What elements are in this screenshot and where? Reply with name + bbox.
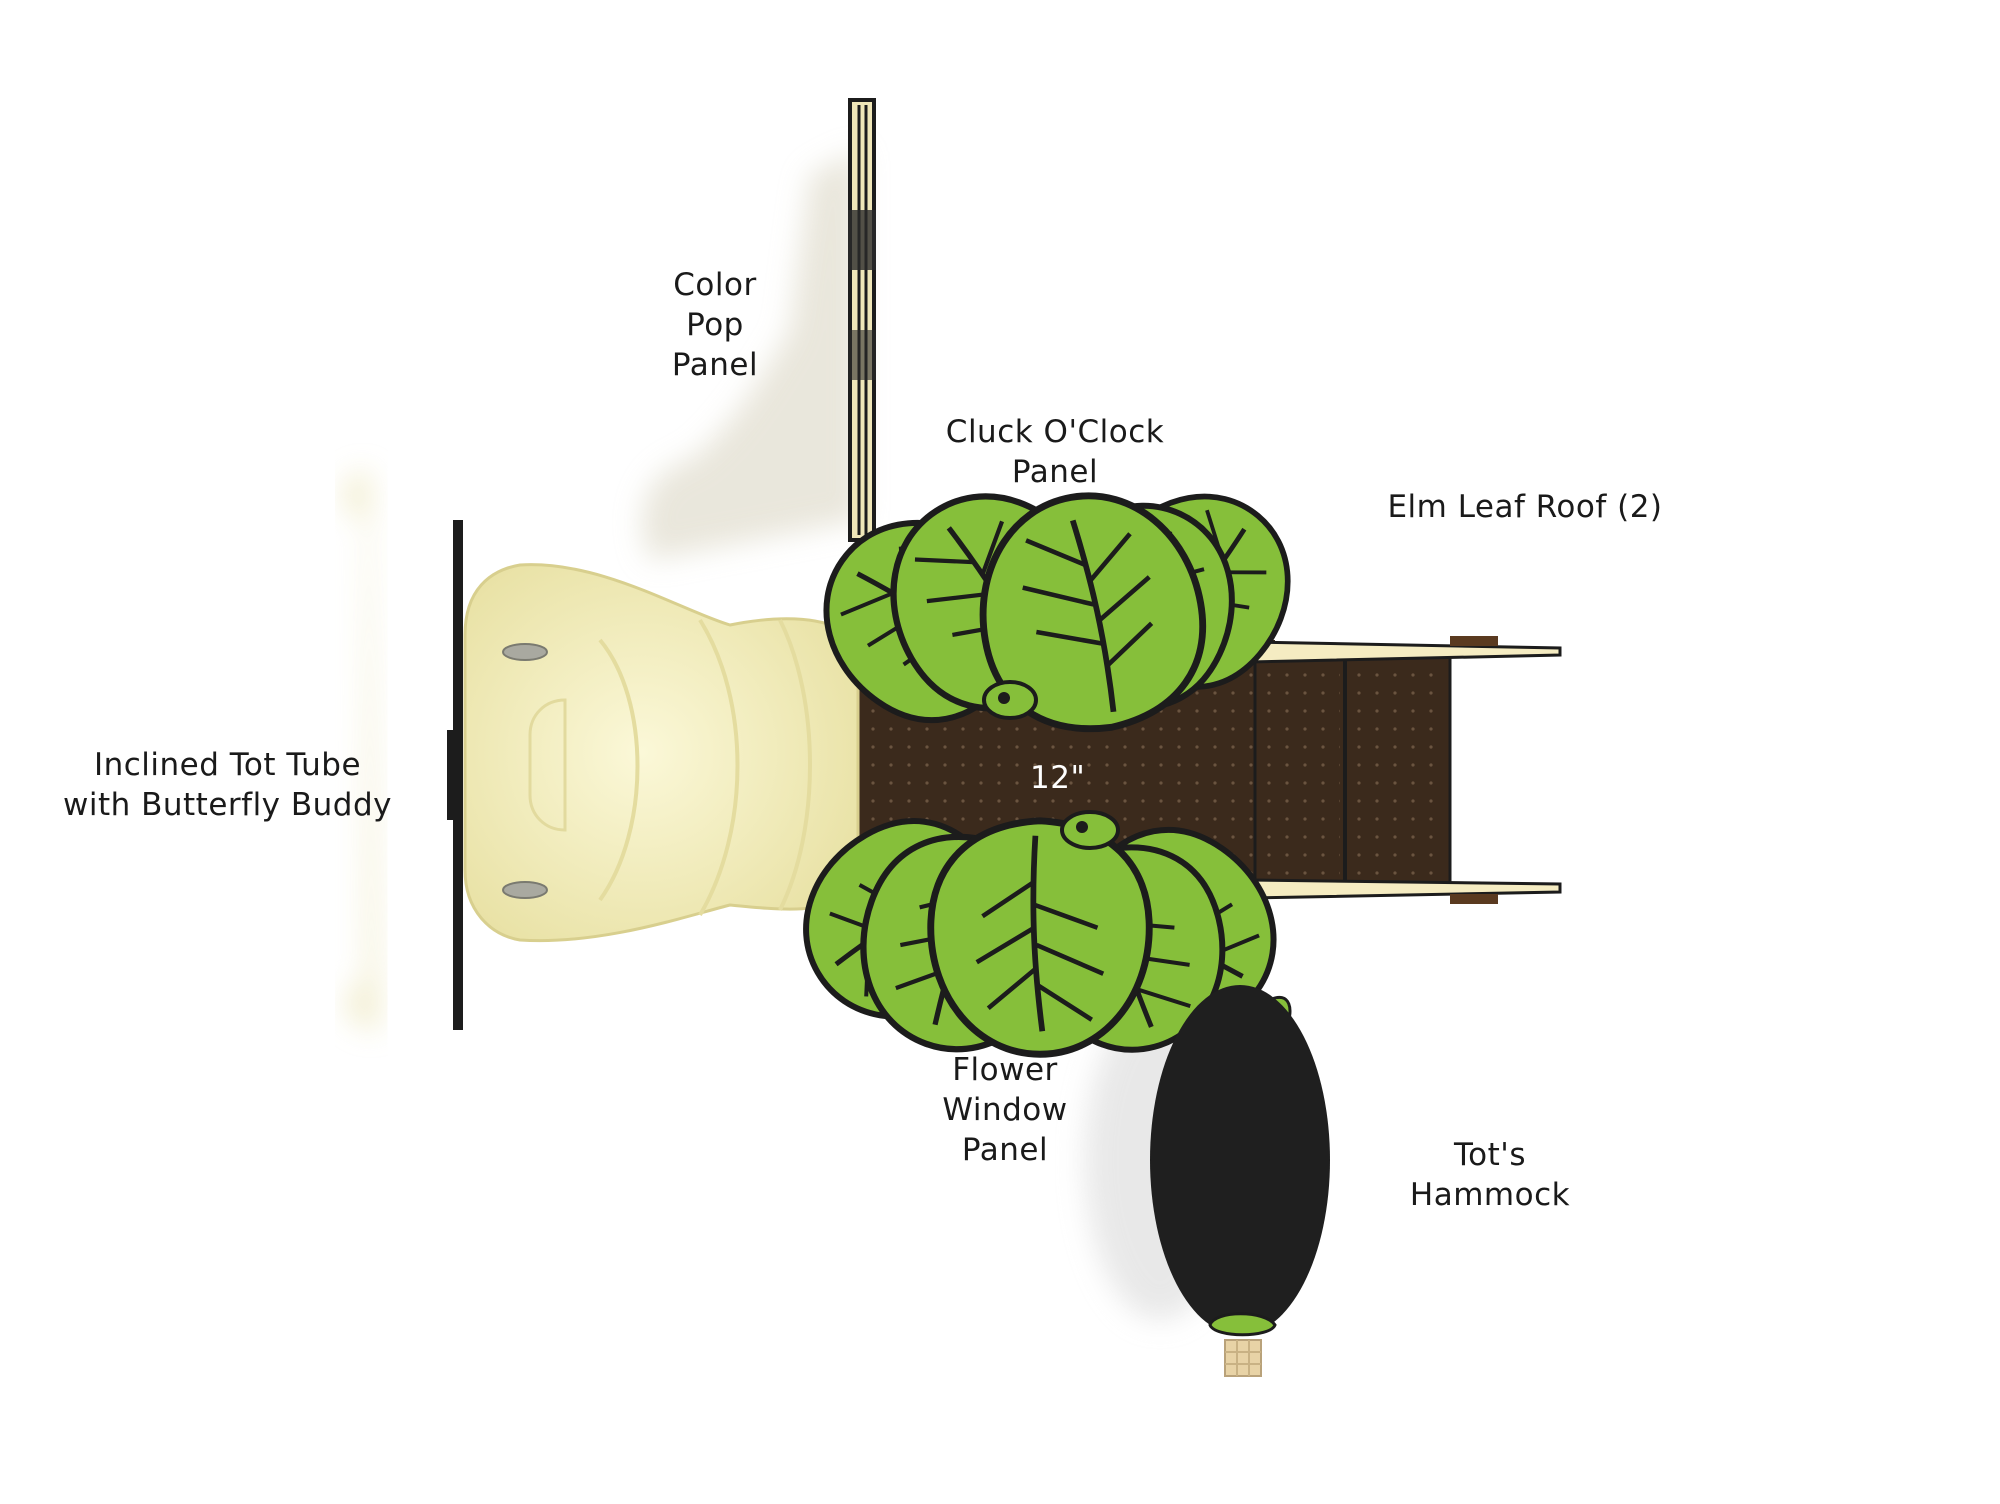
label-line: Panel	[671, 347, 759, 383]
label-flower-window-panel: Flower Window Panel	[930, 1050, 1080, 1170]
elm-leaf-roof	[1248, 636, 1562, 904]
label-line: Color	[673, 267, 757, 303]
label-line: Flower	[952, 1052, 1058, 1088]
label-line: Panel	[961, 1132, 1049, 1168]
label-line: Inclined Tot Tube	[93, 747, 362, 783]
inclined-tot-tube	[447, 520, 860, 1030]
label-cluck-oclock-panel: Cluck O'Clock Panel	[925, 412, 1185, 492]
flower-window-panel-leaves	[770, 789, 1312, 1078]
label-line: Panel	[1011, 454, 1099, 490]
label-line: Hammock	[1409, 1177, 1571, 1213]
color-pop-panel	[848, 98, 876, 542]
label-inclined-tot-tube: Inclined Tot Tube with Butterfly Buddy	[45, 745, 410, 825]
cluck-oclock-panel-leaves	[788, 458, 1327, 755]
label-line: Pop	[686, 307, 744, 343]
deck-height-label: 12"	[1030, 760, 1086, 796]
label-line: Elm Leaf Roof (2)	[1387, 489, 1663, 525]
label-elm-leaf-roof: Elm Leaf Roof (2)	[1375, 487, 1675, 527]
chicken-figure	[982, 680, 1038, 720]
bird-figure	[1060, 810, 1120, 850]
label-color-pop-panel: Color Pop Panel	[665, 265, 765, 385]
label-tots-hammock: Tot's Hammock	[1400, 1135, 1580, 1215]
label-line: Tot's	[1454, 1137, 1526, 1173]
tots-hammock	[1150, 985, 1330, 1377]
label-line: with Butterfly Buddy	[62, 787, 392, 823]
label-line: Window	[942, 1092, 1068, 1128]
label-line: Cluck O'Clock	[945, 414, 1165, 450]
